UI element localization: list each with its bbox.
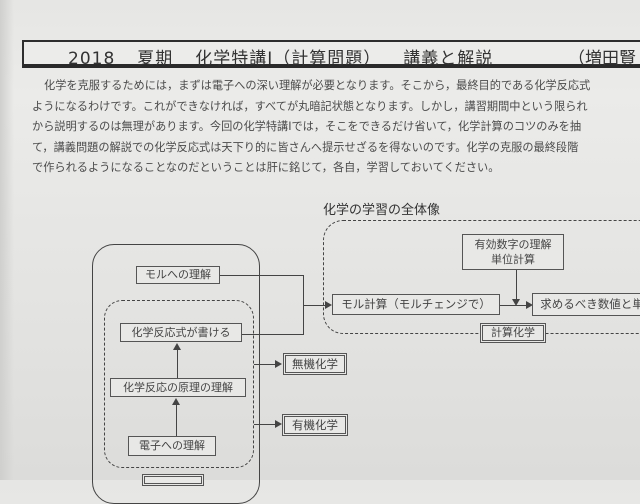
arrow-right-icon (275, 360, 282, 368)
arrow-right-icon (275, 420, 282, 428)
box-mole-understanding: モルへの理解 (136, 266, 220, 284)
arrow-line-principles-to-equations (177, 349, 179, 378)
page-edge-shadow (0, 0, 14, 480)
connector-to-mole-calc (303, 305, 329, 307)
title-frame (22, 40, 640, 68)
box-mole-calculation: モル計算（モルチェンジで） (332, 294, 500, 315)
paragraph-line: で作られるようになることなのだということは肝に銘じて，各自，学習しておいてくださ… (32, 161, 500, 174)
paragraph-line: 化学を克服するためには，まずは電子への深い理解が必要となります。そこから，最終目… (44, 79, 591, 92)
box-inorganic-chemistry: 無機化学 (283, 353, 347, 375)
arrow-up-icon (172, 398, 180, 405)
diagram-title: 化学の学習の全体像 (323, 203, 441, 218)
box-bottom-label (142, 474, 204, 486)
box-computational-chemistry-label: 計算化学 (480, 323, 546, 343)
title-course: 化学特講Ⅰ（計算問題） (195, 49, 382, 69)
connector-organic (254, 424, 276, 426)
connector-inorganic (254, 364, 276, 366)
arrow-line-electron-to-principles (176, 404, 178, 436)
intro-paragraph: 化学を克服するためには，まずは電子への深い理解が必要となります。そこから，最終目… (32, 76, 640, 179)
box-electron-understanding: 電子への理解 (128, 436, 216, 456)
box-organic-chemistry: 有機化学 (282, 414, 348, 436)
sig-figs-line1: 有効数字の理解 (474, 238, 552, 251)
box-significant-figures: 有効数字の理解 単位計算 (462, 234, 564, 270)
connector-sig-figs (516, 270, 518, 300)
paragraph-line: から説明するのは無理があります。今回の化学特講Ⅰでは，そこをできるだけ省いて，化… (32, 120, 582, 133)
connector-mole (220, 275, 303, 277)
title-season: 夏期 (137, 49, 174, 69)
title-subtitle: 講義と解説 (403, 49, 494, 69)
title-author: （増田賢 (568, 49, 636, 69)
arrow-up-icon (173, 343, 181, 350)
paragraph-line: て，講義問題の解説での化学反応式は天下り的に皆さんへ提示せざるを得ないのです。化… (32, 140, 579, 154)
document-title: 2018 夏期 化学特講Ⅰ（計算問題） 講義と解説 (68, 44, 515, 69)
box-can-write-equations: 化学反応式が書ける (120, 323, 242, 342)
arrow-down-icon (512, 299, 520, 306)
arrow-right-icon (526, 301, 533, 309)
box-reaction-principles: 化学反応の原理の理解 (110, 378, 246, 397)
sig-figs-line2: 単位計算 (491, 253, 535, 266)
reaction-group (104, 300, 254, 468)
arrow-right-icon (325, 301, 332, 309)
connector-equations (242, 334, 304, 336)
title-year: 2018 (68, 49, 116, 69)
paragraph-line: ようになるわけです。これができなければ，すべてが丸暗記状態となります。しかし，講… (32, 99, 588, 113)
box-find-values: 求めるべき数値と単 (532, 293, 640, 316)
